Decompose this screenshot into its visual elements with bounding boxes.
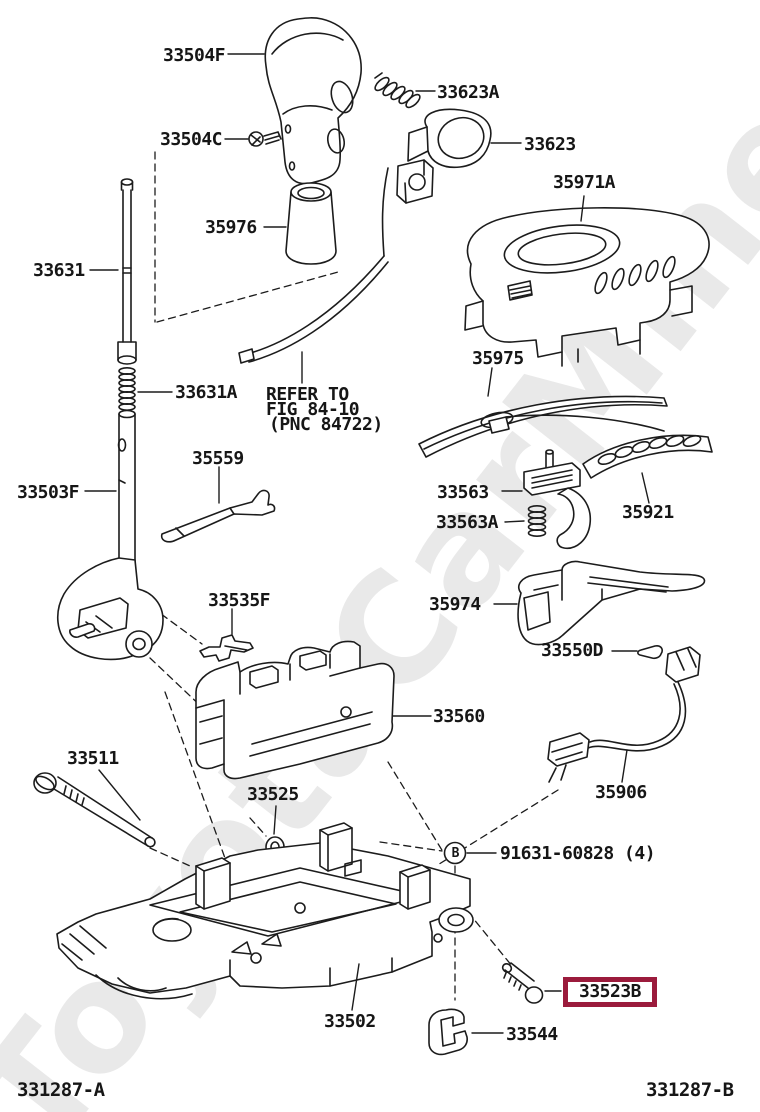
part-label-33623A: 33623A [437, 82, 500, 103]
lever-pivot-base-drawing [57, 557, 164, 661]
part-label-35559: 35559 [192, 448, 244, 469]
spring-33563A-drawing [527, 504, 547, 537]
lever-sub-assy-33503F-drawing [117, 409, 136, 573]
slide-cover-35974-drawing [517, 560, 706, 646]
screw-33504C-drawing [248, 131, 282, 147]
refer-note-line3: (PNC 84722) [269, 414, 383, 435]
page-ref-left: 331287-A [17, 1079, 105, 1101]
part-label-35906: 35906 [595, 782, 647, 803]
refer-note-line2: FIG 84-10 [266, 399, 360, 420]
clip-33535F-drawing [199, 634, 254, 662]
shift-knob-33504F-drawing [264, 17, 362, 185]
part-label-35975: 35975 [472, 348, 524, 369]
fastener-part-label: 91631-60828 (4) [500, 843, 656, 864]
shift-lock-plate-33563-drawing [523, 449, 592, 549]
fastener-circle-letter: B [451, 846, 460, 861]
compression-spring-33631A-drawing [118, 366, 136, 411]
part-label-33504C: 33504C [160, 129, 223, 150]
detent-lever-35559-drawing [160, 489, 276, 543]
refer-note-line1: REFER TO [266, 384, 349, 405]
part-label-33535F: 33535F [208, 590, 271, 611]
bolt-33511-drawing [33, 772, 156, 848]
shift-lock-button-33623-drawing [407, 108, 492, 169]
part-label-33563A: 33563A [436, 512, 499, 533]
part-label-33502: 33502 [324, 1011, 376, 1032]
fastener-circle-B [443, 841, 467, 865]
part-label-33503F: 33503F [17, 482, 80, 503]
part-label-33525: 33525 [247, 784, 299, 805]
part-label-33544: 33544 [506, 1024, 558, 1045]
bolt-33523B-drawing [501, 962, 544, 1004]
shift-lever-shaft-33631-drawing [117, 178, 137, 365]
pin-33550D-drawing [637, 645, 663, 660]
base-bracket-33502-drawing [56, 822, 474, 1000]
part-label-33504F: 33504F [163, 45, 226, 66]
part-label-33623: 33623 [524, 134, 576, 155]
leader-lines [84, 53, 650, 1034]
part-label-35921: 35921 [622, 502, 674, 523]
boot-35976-drawing [285, 182, 337, 265]
cable-84722-drawing [238, 255, 389, 364]
cable-35906-drawing [547, 646, 701, 783]
plate-sub-assy-33560-drawing [195, 640, 395, 780]
part-label-33631A: 33631A [175, 382, 238, 403]
part-label-35974: 35974 [429, 594, 481, 615]
switch-connector-drawing [381, 159, 434, 257]
housing-upper-35971A-drawing [464, 207, 710, 367]
part-label-33511: 33511 [67, 748, 119, 769]
highlighted-part-box: 33523B [563, 977, 657, 1007]
part-label-33631: 33631 [33, 260, 85, 281]
part-label-33523B: 33523B [578, 981, 642, 1002]
part-label-35976: 35976 [205, 217, 257, 238]
page-ref-right: 331287-B [646, 1079, 734, 1101]
slide-plate-35975-drawing [418, 395, 668, 458]
clamp-33544-drawing [428, 1008, 468, 1056]
position-plate-35921-drawing [582, 434, 713, 479]
part-label-33563: 33563 [437, 482, 489, 503]
part-label-35971A: 35971A [553, 172, 616, 193]
part-label-33550D: 33550D [541, 640, 604, 661]
part-label-33560: 33560 [433, 706, 485, 727]
spring-33623A-drawing [374, 72, 421, 109]
